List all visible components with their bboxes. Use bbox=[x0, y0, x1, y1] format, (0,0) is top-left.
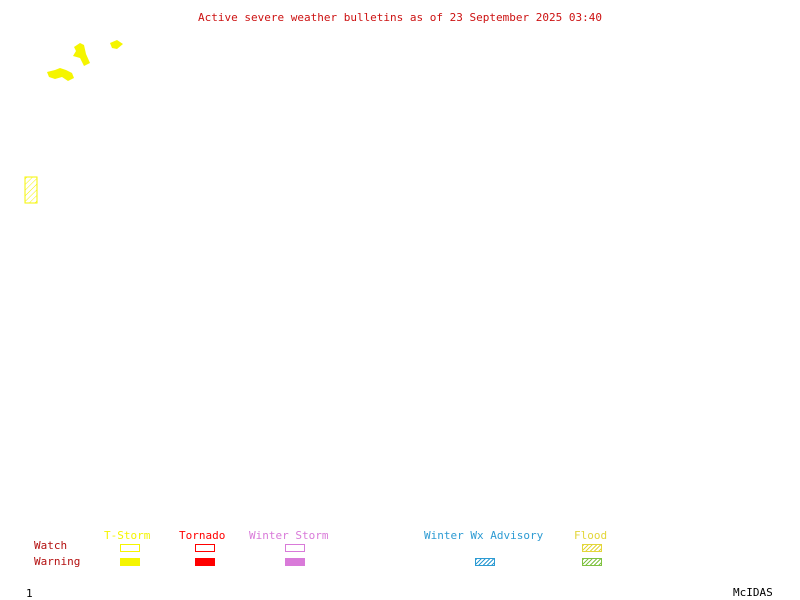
legend-flood-label: Flood bbox=[574, 529, 608, 542]
tstorm-warning-polygon bbox=[110, 40, 123, 49]
legend-tornado-label: Tornado bbox=[179, 529, 226, 542]
frame-number: 1 bbox=[26, 587, 33, 600]
bulletin-title: Active severe weather bulletins as of 23… bbox=[198, 11, 602, 24]
flood-watch-area bbox=[24, 176, 38, 204]
tornado-watch-swatch bbox=[195, 544, 215, 552]
tstorm-warning-polygon bbox=[73, 43, 90, 66]
legend-winter-wx-advisory-label: Winter Wx Advisory bbox=[424, 529, 544, 542]
tstorm-warning-swatch bbox=[120, 558, 140, 566]
flood-watch-swatch bbox=[582, 544, 602, 552]
tstorm-watch-swatch bbox=[120, 544, 140, 552]
legend-warning-label: Warning bbox=[34, 555, 81, 568]
legend-watch-label: Watch bbox=[34, 539, 68, 552]
winter-storm-warning-swatch bbox=[285, 558, 305, 566]
flood-warning-swatch bbox=[582, 558, 602, 566]
winter-wx-advisory-swatch bbox=[475, 558, 495, 566]
product-label: McIDAS bbox=[733, 586, 773, 599]
winter-storm-watch-swatch bbox=[285, 544, 305, 552]
legend-winter-storm-label: Winter Storm bbox=[249, 529, 329, 542]
legend-tstorm-label: T-Storm bbox=[104, 529, 151, 542]
tornado-warning-swatch bbox=[195, 558, 215, 566]
tstorm-warning-polygon bbox=[47, 68, 74, 81]
